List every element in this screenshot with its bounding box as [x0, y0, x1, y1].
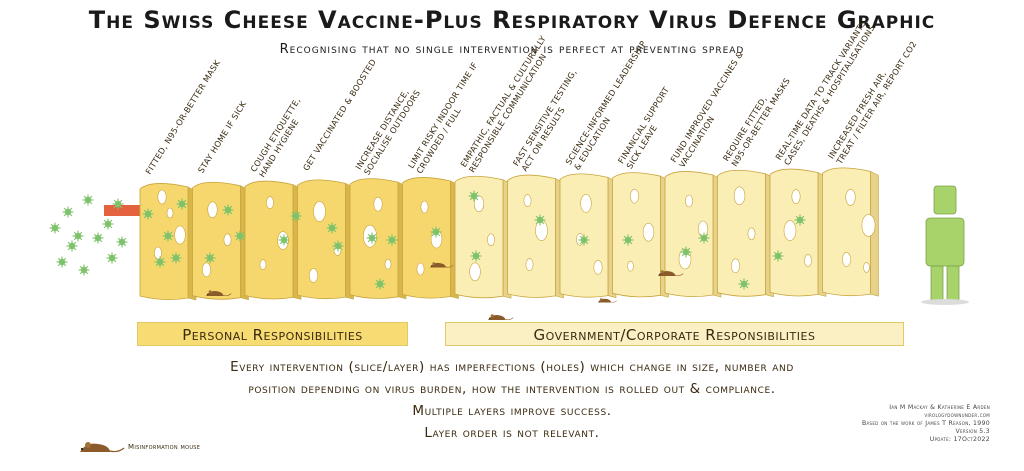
virus-icon — [72, 230, 84, 242]
virus-icon — [142, 208, 154, 220]
virus-icon — [772, 250, 784, 262]
cheese-slice — [349, 178, 407, 300]
credit-website: virologydownunder.com — [924, 412, 990, 419]
virus-icon — [112, 198, 124, 210]
virus-icon — [66, 240, 78, 252]
virus-icon — [332, 240, 344, 252]
personal-responsibilities-band: Personal Responsibilities — [137, 322, 408, 346]
virus-icon — [468, 190, 480, 202]
virus-icon — [794, 214, 806, 226]
virus-icon — [56, 256, 68, 268]
virus-icon — [578, 234, 590, 246]
virus-icon — [170, 252, 182, 264]
description-line: Multiple layers improve success. — [412, 403, 612, 419]
virus-icon — [102, 218, 114, 230]
virus-icon — [470, 250, 482, 262]
page-subtitle: Recognising that no single intervention … — [279, 42, 745, 57]
virus-icon — [430, 226, 442, 238]
virus-particles — [49, 190, 806, 290]
cheese-slice — [822, 167, 879, 297]
person-figure — [921, 185, 969, 305]
virus-icon — [222, 204, 234, 216]
virus-icon — [386, 234, 398, 246]
virus-icon — [698, 232, 710, 244]
cheese-slice — [402, 177, 459, 299]
cheese-slice — [244, 180, 302, 300]
credit-update: Update: 17Oct2022 — [929, 436, 990, 443]
virus-icon — [62, 206, 74, 218]
mice — [206, 262, 684, 321]
credit-based-on: Based on the work of James T Reason, 199… — [861, 420, 990, 427]
mouse-icon — [598, 298, 618, 303]
slice-label: EMPATHIC, FACTUAL & CULTURALLYRESPONSIBL… — [458, 33, 556, 174]
virus-icon — [106, 252, 118, 264]
cheese-slice — [507, 174, 564, 299]
cheese-slice — [717, 169, 774, 298]
virus-icon — [366, 232, 378, 244]
cheese-slices — [139, 167, 879, 301]
virus-icon — [534, 214, 546, 226]
virus-icon — [326, 222, 338, 234]
slice-label: STAY HOME IF SICK — [196, 99, 249, 175]
virus-icon — [234, 230, 246, 242]
cheese-slice — [559, 173, 617, 298]
person-figure — [921, 185, 969, 305]
mouse-icon — [658, 270, 684, 277]
slice-label: REAL-TIME DATA TO TRACK VARIANTS,CASES, … — [773, 16, 878, 167]
cheese-slice — [297, 179, 354, 300]
virus-icon — [622, 234, 634, 246]
description-line: position depending on virus burden, how … — [248, 381, 776, 397]
virus-icon — [162, 230, 174, 242]
mouse-legend: Misinformation mouse — [76, 438, 226, 456]
description-line: Layer order is not relevant. — [424, 425, 600, 441]
page-title: The Swiss Cheese Vaccine-Plus Respirator… — [88, 6, 936, 34]
virus-icon — [738, 278, 750, 290]
virus-icon — [116, 236, 128, 248]
mouse-icon — [430, 262, 454, 268]
mouse-legend-label: Misinformation mouse — [128, 443, 201, 451]
credit-version: Version 5.3 — [955, 428, 990, 435]
virus-icon — [154, 256, 166, 268]
virus-icon — [680, 246, 692, 258]
government-responsibilities-band: Government/Corporate Responsibilities — [445, 322, 904, 346]
cheese-slice — [612, 172, 669, 298]
mouse-icon — [80, 442, 125, 453]
virus-icon — [82, 194, 94, 206]
mouse-icon — [206, 290, 232, 297]
virus-icon — [176, 198, 188, 210]
virus-icon — [49, 222, 61, 234]
cheese-slice — [139, 183, 197, 301]
virus-icon — [290, 210, 302, 222]
cheese-slice — [769, 168, 827, 297]
virus-icon — [204, 252, 216, 264]
virus-icon — [78, 264, 90, 276]
credit-authors: Ian M Mackay & Katherine E Arden — [889, 404, 990, 411]
cheese-slice — [664, 171, 722, 298]
virus-icon — [374, 278, 386, 290]
virus-icon — [92, 232, 104, 244]
mouse-icon — [488, 314, 514, 321]
cheese-slice — [454, 175, 512, 299]
credits: Ian M Mackay & Katherine E Arden virolog… — [862, 404, 990, 444]
virus-icon — [278, 234, 290, 246]
description-line: Every intervention (slice/layer) has imp… — [230, 359, 794, 375]
